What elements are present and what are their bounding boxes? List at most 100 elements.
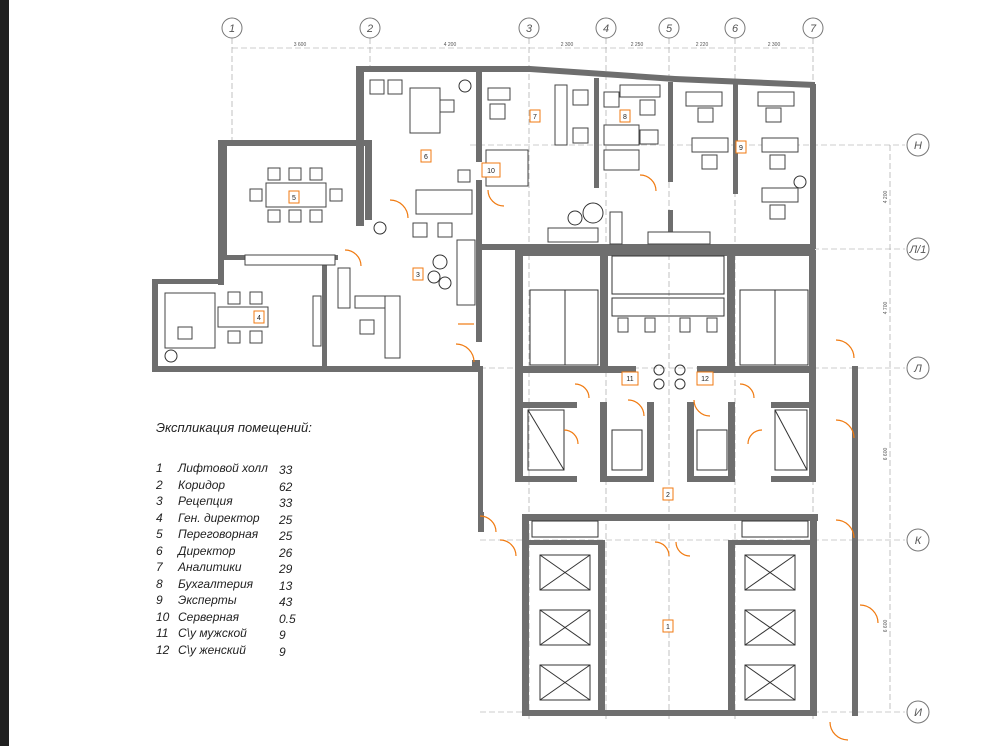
column-axis-markers: 1 2 3 4 5 6 7: [221, 17, 824, 39]
legend-num: 1: [156, 461, 163, 475]
axis-label-L1: Л/1: [909, 244, 927, 256]
legend-name: Коридор: [178, 477, 226, 492]
axis-label-K: К: [915, 535, 922, 547]
legend-name: Лифтовой холл: [178, 461, 268, 475]
legend-name: С\у мужской: [178, 626, 247, 640]
legend-num: 12: [156, 642, 170, 657]
legend-name: Аналитики: [178, 560, 242, 574]
legend-num: 10: [156, 609, 170, 624]
legend-row: 6 Директор: [156, 544, 312, 561]
axis-marker-7: [802, 17, 824, 39]
legend-num: 4: [156, 510, 163, 525]
legend-name: Переговорная: [178, 527, 259, 541]
dim-top-2: 4 200: [444, 42, 457, 48]
dim-right-3: 6 600: [883, 448, 889, 461]
room-tag-8: 8: [623, 114, 627, 121]
dim-top-6: 2 300: [768, 42, 781, 48]
legend-name: Директор: [178, 543, 236, 558]
legend-row: 5 Переговорная: [156, 527, 312, 544]
row-axis-markers: Н Л/1 Л К И: [906, 133, 930, 724]
axis-label-1: 1: [229, 23, 235, 35]
axis-label-I: И: [914, 707, 922, 719]
legend-area: 26: [279, 545, 293, 560]
legend-name: Серверная: [178, 609, 240, 624]
axis-marker-L1: [906, 237, 930, 261]
axis-marker-6: [724, 17, 746, 39]
room-tag-10: 10: [487, 168, 495, 175]
legend-row: 3 Рецепция: [156, 494, 312, 511]
room-tag-5: 5: [292, 195, 296, 202]
axis-label-7: 7: [810, 23, 817, 35]
room-tag-4: 4: [257, 315, 261, 322]
axis-label-4: 4: [603, 23, 609, 35]
doors: [344, 174, 879, 741]
legend-row: 7 Аналитики: [156, 560, 312, 577]
legend-name: Рецепция: [178, 494, 233, 508]
axis-label-6: 6: [732, 23, 739, 35]
dim-top-5: 2 220: [696, 42, 709, 48]
room-tag-9: 9: [739, 145, 743, 152]
legend-areas: 33 62 33 25 25 26 29 13 43 0.5 9 9: [279, 463, 296, 661]
furniture: [164, 79, 809, 701]
legend-num: 6: [156, 543, 163, 558]
legend-num: 8: [156, 576, 163, 591]
axis-label-3: 3: [526, 23, 533, 35]
dim-top-3: 2 300: [561, 42, 574, 48]
axis-marker-5: [658, 17, 680, 39]
axis-marker-L: [906, 356, 930, 380]
room-tag-6: 6: [424, 154, 428, 161]
legend-name: Ген. директор: [178, 510, 260, 525]
legend-num: 3: [156, 494, 163, 508]
axis-marker-4: [595, 17, 617, 39]
axis-marker-N: [906, 133, 930, 157]
axis-marker-3: [518, 17, 540, 39]
room-tag-3: 3: [416, 272, 420, 279]
legend-row: 10 Серверная: [156, 610, 312, 627]
legend-title: Экспликация помещений:: [156, 420, 312, 435]
axis-label-N: Н: [914, 140, 922, 152]
legend-name: Бухгалтерия: [178, 576, 254, 591]
dim-top-1: 3 600: [294, 42, 307, 48]
room-tag-2: 2: [666, 492, 670, 499]
axis-marker-I: [906, 700, 930, 724]
legend-name: С\у женский: [178, 642, 246, 657]
dim-right-2: 4 700: [883, 302, 889, 315]
left-edge-bar: [0, 0, 9, 746]
legend-num: 5: [156, 527, 163, 541]
axis-marker-K: [906, 528, 930, 552]
legend-row: 2 Коридор: [156, 478, 312, 495]
legend-row: 8 Бухгалтерия: [156, 577, 312, 594]
room-tag-11: 11: [626, 376, 633, 383]
legend-num: 7: [156, 560, 163, 574]
legend-num: 9: [156, 593, 163, 607]
legend-row: 9 Эксперты: [156, 593, 312, 610]
legend-area: 43: [279, 595, 293, 609]
legend-area: 9: [279, 628, 286, 642]
dim-top-4: 2 250: [631, 42, 644, 48]
legend-area: 33: [279, 496, 293, 510]
legend-num: 2: [156, 477, 163, 492]
legend-row: 4 Ген. директор: [156, 511, 312, 528]
legend-area: 9: [279, 644, 286, 659]
dim-right-4: 6 600: [883, 620, 889, 633]
right-dimensions: 4 200 4 700 6 600 6 600: [883, 191, 889, 633]
axis-label-2: 2: [366, 23, 373, 35]
axis-marker-1: [221, 17, 243, 39]
legend-area: 0.5: [279, 611, 296, 626]
legend-row: 1 Лифтовой холл: [156, 461, 312, 478]
axis-label-L: Л: [913, 363, 922, 375]
top-dimensions: 3 600 4 200 2 300 2 250 2 220 2 300: [294, 42, 781, 48]
room-tag-1: 1: [666, 624, 670, 631]
room-tag-12: 12: [701, 376, 709, 383]
legend-area: 25: [279, 512, 293, 527]
legend-area: 13: [279, 578, 293, 593]
elevator-cars: [539, 554, 796, 701]
dim-right-1: 4 200: [883, 191, 889, 204]
legend-row: 12 С\у женский: [156, 643, 312, 660]
legend-area: 33: [279, 463, 293, 477]
legend-name: Эксперты: [178, 593, 237, 607]
legend-area: 29: [279, 562, 293, 576]
